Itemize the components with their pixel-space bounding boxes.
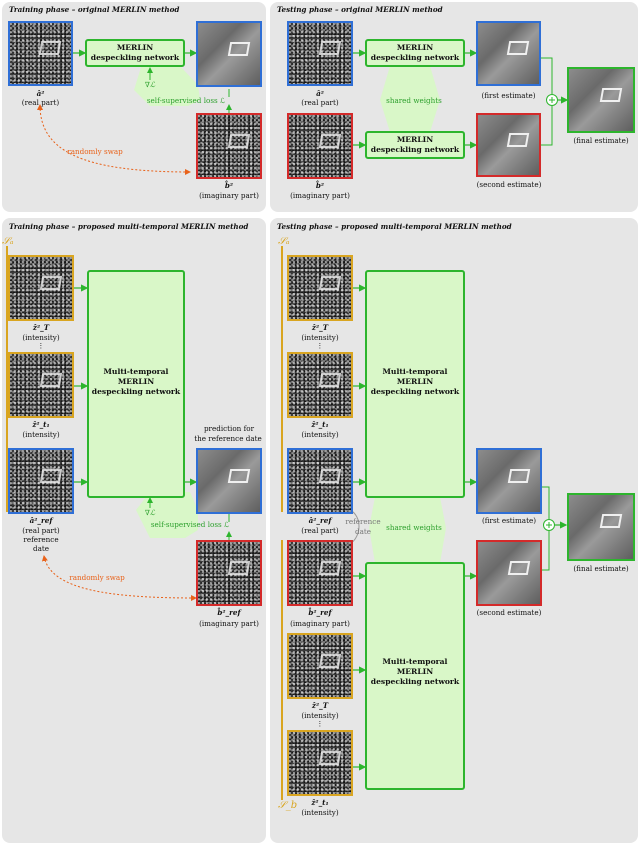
vdots-br-b: ⋮: [316, 719, 324, 728]
label-real-part-bl: (real part): [22, 526, 60, 535]
label-a-tl: â²: [36, 89, 45, 98]
input-image-a-tl: [8, 21, 73, 86]
label-reference-br: reference: [345, 517, 381, 526]
label-intensity-zT-br-a: (intensity): [301, 333, 339, 342]
label-zt1-br-b: ẑ²_t₁: [311, 798, 329, 807]
label-real-part-tr: (real part): [301, 98, 339, 107]
panel-title-testing-original: Testing phase – original MERLIN method: [277, 5, 443, 14]
shared-weights-region-br: [369, 497, 446, 563]
second-estimate-image-tr: [476, 113, 541, 177]
label-zT-br-a: ẑ²_T: [311, 323, 329, 332]
label-reference-bl: reference: [23, 535, 59, 544]
label-real-part-br: (real part): [301, 526, 339, 535]
label-final-estimate-tr: (final estimate): [573, 136, 629, 145]
input-image-zT-br-b: [287, 633, 353, 699]
label-zt1-br-a: ẑ²_t₁: [311, 420, 329, 429]
label-final-estimate-br: (final estimate): [573, 564, 629, 573]
label-b-tr: b̂²: [315, 181, 325, 190]
final-estimate-image-br: [567, 493, 635, 561]
label-second-estimate-tr: (second estimate): [476, 180, 542, 189]
label-prediction-line1-bl: prediction for: [203, 424, 255, 433]
input-image-aref-br: [287, 448, 353, 514]
label-aref-bl: â²_ref: [29, 516, 53, 525]
set-a-symbol-bl: 𝒮ₐ: [2, 236, 14, 247]
label-zT-br-b: ẑ²_T: [311, 701, 329, 710]
label-imaginary-part-tr: (imaginary part): [290, 191, 350, 200]
label-intensity-zt1-bl: (intensity): [22, 430, 60, 439]
label-date-br: date: [354, 527, 372, 536]
label-aref-br: â²_ref: [308, 516, 332, 525]
set-a-symbol-br: 𝒮ₐ: [278, 236, 290, 247]
label-intensity-zt1-br-b: (intensity): [301, 808, 339, 817]
label-imaginary-part-br: (imaginary part): [290, 619, 350, 628]
label-prediction-line2-bl: the reference date: [194, 434, 262, 443]
prediction-image-bl: [196, 448, 262, 514]
first-estimate-image-tr: [476, 21, 541, 86]
input-image-zt1-br-a: [287, 352, 353, 418]
loss-region-bl: [136, 492, 198, 538]
label-second-estimate-br: (second estimate): [476, 608, 542, 617]
vdots-br-a: ⋮: [316, 341, 324, 350]
label-bref-bl: b̂²_ref: [217, 608, 241, 617]
label-intensity-zT-bl: (intensity): [22, 333, 60, 342]
label-first-estimate-tr: (first estimate): [481, 91, 536, 100]
set-b-symbol-br: 𝒮_b: [278, 800, 298, 811]
input-image-bref-br: [287, 540, 353, 606]
label-b-tl: b̂²: [224, 181, 234, 190]
input-image-a-tr: [287, 21, 353, 86]
label-randomly-swap-bl: randomly swap: [69, 573, 125, 582]
mt-net-box-br2: [365, 562, 465, 790]
input-image-zT-bl: [8, 255, 74, 321]
swap-arrow-tl: [37, 104, 191, 175]
label-a-tr: â²: [316, 89, 324, 98]
input-image-b-tl: [196, 113, 262, 179]
input-image-zt1-br-b: [287, 730, 353, 796]
first-estimate-image-br: [476, 448, 542, 514]
label-zT-bl: ẑ²_T: [32, 323, 50, 332]
input-image-zt1-bl: [8, 352, 74, 418]
label-imaginary-part-tl: (imaginary part): [199, 191, 259, 200]
label-bref-br: b̂²_ref: [308, 608, 332, 617]
label-zt1-bl: ẑ²_t₁: [32, 420, 50, 429]
label-shared-weights-br: shared weights: [386, 523, 442, 532]
swap-arrow-bl: [41, 555, 197, 601]
second-estimate-image-br: [476, 540, 542, 606]
label-intensity-zT-br-b: (intensity): [301, 711, 339, 720]
panel-title-testing-multitemporal: Testing phase – proposed multi-temporal …: [277, 222, 512, 231]
label-grad-loss-tl: ∇ℒ: [144, 80, 156, 89]
input-image-bref-bl: [196, 540, 262, 606]
label-shared-weights-tr: shared weights: [386, 96, 442, 105]
label-randomly-swap-tl: randomly swap: [67, 147, 123, 156]
label-grad-loss-bl: ∇ℒ: [144, 508, 156, 517]
label-ss-loss-tl: self-supervised loss ℒ: [146, 96, 226, 105]
label-intensity-zt1-br-a: (intensity): [301, 430, 339, 439]
shared-weights-region-tr: [380, 66, 440, 132]
label-ss-loss-bl: self-supervised loss ℒ: [150, 520, 230, 529]
label-date-bl: date: [32, 544, 50, 553]
input-image-b-tr: [287, 113, 353, 179]
panel-title-training-multitemporal: Training phase – proposed multi-temporal…: [9, 222, 249, 231]
vdots-bl: ⋮: [37, 341, 45, 350]
panel-title-training-original: Training phase – original MERLIN method: [9, 5, 180, 14]
label-imaginary-part-bl: (imaginary part): [199, 619, 259, 628]
input-image-aref-bl: [8, 448, 74, 514]
final-estimate-image-tr: [567, 67, 635, 133]
input-image-zT-br-a: [287, 255, 353, 321]
output-image-tl: [196, 21, 262, 87]
label-first-estimate-br: (first estimate): [481, 516, 537, 525]
label-real-part-tl: (real part): [21, 98, 60, 107]
